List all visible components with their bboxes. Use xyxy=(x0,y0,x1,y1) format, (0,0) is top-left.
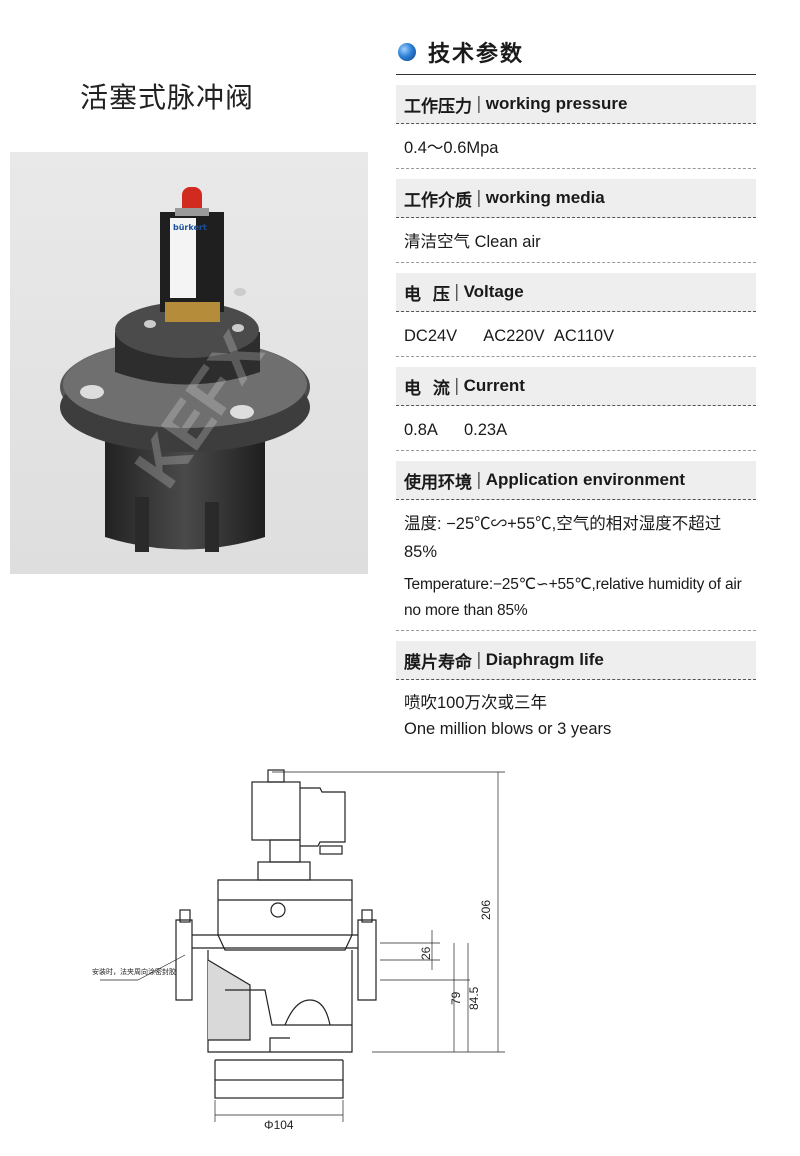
product-photo: bürkert KEFX xyxy=(10,152,368,574)
technical-drawing: 206 26 79 84.5 Φ104 安装时，法夹周向涂密封胶 xyxy=(80,760,540,1140)
diaphragm-en: One million blows or 3 years xyxy=(404,720,612,738)
label-zh: 工作介质 xyxy=(404,190,472,211)
spec-title: 技术参数 xyxy=(428,42,525,67)
spec-label-media: 工作介质|working media xyxy=(396,179,756,218)
current-a: 0.8A xyxy=(404,421,438,439)
brand-label: bürkert xyxy=(173,223,207,232)
spec-value-media: 清洁空气 Clean air xyxy=(396,218,756,263)
label-zh: 膜片寿命 xyxy=(404,652,472,673)
product-title: 活塞式脉冲阀 xyxy=(80,81,255,114)
environment-zh: 温度: −25℃∽+55℃,空气的相对湿度不超过85% xyxy=(404,515,722,561)
dim-79: 79 xyxy=(449,991,463,1005)
spec-label-voltage: 电 压|Voltage xyxy=(396,273,756,312)
dim-84-5: 84.5 xyxy=(467,986,481,1010)
spec-panel: 技术参数 工作压力|working pressure 0.4～0.6Mpa 工作… xyxy=(396,30,756,748)
label-en: Voltage xyxy=(463,282,524,301)
current-b: 0.23A xyxy=(463,421,508,439)
label-zh: 电 压 xyxy=(404,284,450,305)
voltage-dc: DC24V xyxy=(404,327,458,345)
spec-header: 技术参数 xyxy=(396,30,756,75)
bullet-icon xyxy=(398,43,416,61)
environment-en: Temperature:−25℃∽+55℃,relative humidity … xyxy=(404,576,742,619)
label-en: working media xyxy=(485,188,605,207)
spec-value-pressure: 0.4～0.6Mpa xyxy=(396,124,756,169)
diaphragm-zh: 喷吹100万次或三年 xyxy=(404,694,548,712)
spec-value-diaphragm: 喷吹100万次或三年 One million blows or 3 years xyxy=(396,680,756,748)
voltage-ac220: AC220V xyxy=(483,327,545,345)
label-en: Application environment xyxy=(485,470,686,489)
dim-26: 26 xyxy=(419,946,433,960)
spec-value-voltage: DC24V AC220V AC110V xyxy=(396,312,756,357)
label-en: Current xyxy=(463,376,525,395)
spec-value-current: 0.8A 0.23A xyxy=(396,406,756,451)
label-zh: 使用环境 xyxy=(404,472,472,493)
spec-value-environment: 温度: −25℃∽+55℃,空气的相对湿度不超过85% Temperature:… xyxy=(396,500,756,631)
spec-label-pressure: 工作压力|working pressure xyxy=(396,85,756,124)
label-zh: 电 流 xyxy=(404,378,450,399)
label-zh: 工作压力 xyxy=(404,96,472,117)
voltage-ac110: AC110V xyxy=(553,327,615,345)
label-en: Diaphragm life xyxy=(485,650,604,669)
dim-height-total: 206 xyxy=(479,900,493,920)
label-en: working pressure xyxy=(485,94,628,113)
spec-label-environment: 使用环境|Application environment xyxy=(396,461,756,500)
spec-label-current: 电 流|Current xyxy=(396,367,756,406)
spec-label-diaphragm: 膜片寿命|Diaphragm life xyxy=(396,641,756,680)
valve-photo-illustration: bürkert KEFX xyxy=(60,187,310,552)
dim-diameter: Φ104 xyxy=(264,1118,294,1132)
drawing-note: 安装时，法夹周向涂密封胶 xyxy=(92,967,176,976)
